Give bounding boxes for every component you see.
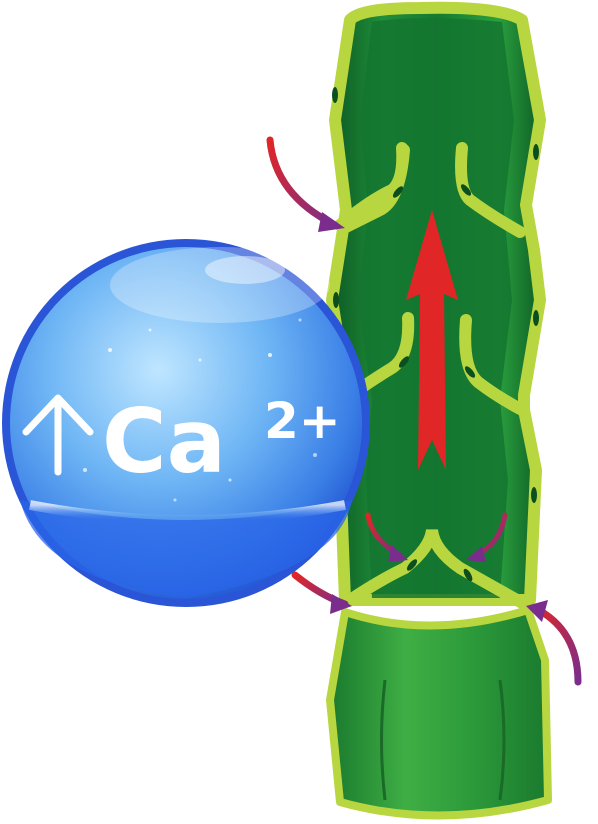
cell-wall-upper <box>334 142 410 234</box>
cell-wall-lower <box>344 528 530 610</box>
flow-arrow-icon <box>318 212 345 232</box>
sphere-liquid-band <box>20 500 352 598</box>
sphere-liquid-highlight <box>29 500 346 525</box>
up-arrow-icon <box>22 394 94 476</box>
cell-wall-upper-right <box>455 142 526 238</box>
stem-base <box>326 606 552 820</box>
flow-arrow-icon <box>266 136 339 229</box>
sphere-sparkles <box>58 318 317 502</box>
inner-arrow-left-head <box>388 545 408 562</box>
plant-stem <box>326 1 552 820</box>
sphere-gloss-small <box>205 256 285 284</box>
external-flow-arrows <box>266 136 582 686</box>
inner-arrow-right-head <box>466 546 486 562</box>
ion-charge: 2+ <box>264 392 341 450</box>
flow-arrow-icon <box>526 600 548 622</box>
ion-symbol: Ca <box>102 390 226 493</box>
sphere-gloss <box>110 247 330 323</box>
stem-base-line-left <box>380 679 387 801</box>
flow-arrow-icon <box>330 594 352 614</box>
transport-up-arrow <box>406 210 458 470</box>
calcium-ion-sphere: Ca 2+ <box>2 239 370 607</box>
stem-base-line-right <box>498 679 506 801</box>
cell-wall-middle-right <box>459 314 528 416</box>
